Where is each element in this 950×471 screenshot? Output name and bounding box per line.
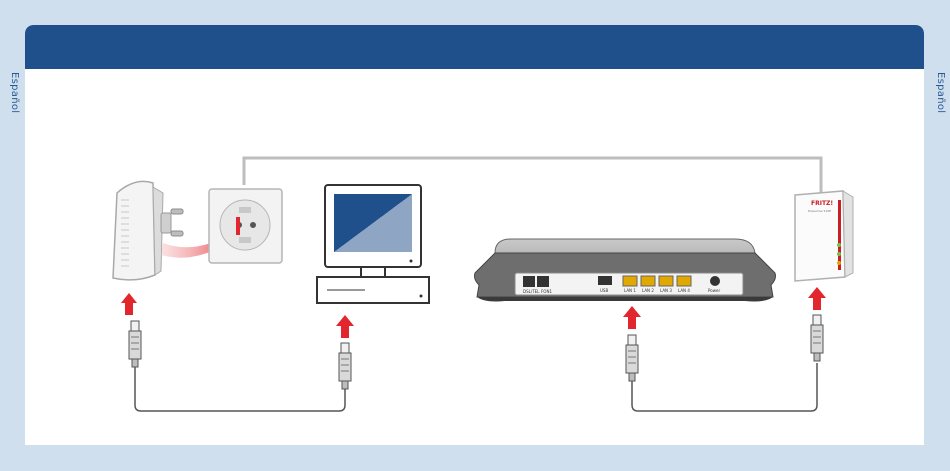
port-label-lan4: LAN 4 <box>678 288 690 293</box>
port-label-lan3: LAN 3 <box>660 288 672 293</box>
ethernet-plug-left-a <box>129 321 141 367</box>
arrow-router <box>623 306 641 329</box>
ethernet-plug-left-b <box>339 343 351 389</box>
arrow-adapter-left <box>121 293 137 315</box>
setup-diagram: DSL/TEL FON1 USB LAN 1 LAN 2 LAN 3 LAN 4… <box>25 25 924 445</box>
powerline-adapter-right: FRITZ! Powerline 510E <box>795 191 853 281</box>
arrow-adapter-right <box>808 287 826 310</box>
port-label-fon: FON1 <box>541 289 552 294</box>
content-card: DSL/TEL FON1 USB LAN 1 LAN 2 LAN 3 LAN 4… <box>25 25 924 445</box>
powerline-model: Powerline 510E <box>808 209 831 213</box>
side-label-left: Español <box>6 72 20 132</box>
wall-socket <box>209 189 282 263</box>
ethernet-cable-left <box>135 365 345 411</box>
powerline-brand: FRITZ! <box>811 200 833 207</box>
side-label-right: Español <box>932 72 946 132</box>
ethernet-plug-right-a <box>626 335 638 381</box>
port-label-lan2: LAN 2 <box>642 288 654 293</box>
ethernet-plug-right-b <box>811 315 823 361</box>
desktop-computer <box>317 185 429 303</box>
port-label-power: Power <box>708 288 720 293</box>
powerline-adapter-left <box>113 181 183 280</box>
arrow-computer <box>336 315 354 338</box>
ethernet-cable-right <box>632 363 817 411</box>
port-label-usb: USB <box>600 288 608 293</box>
port-label-lan1: LAN 1 <box>624 288 636 293</box>
port-label-dsl: DSL/TEL <box>523 289 540 294</box>
